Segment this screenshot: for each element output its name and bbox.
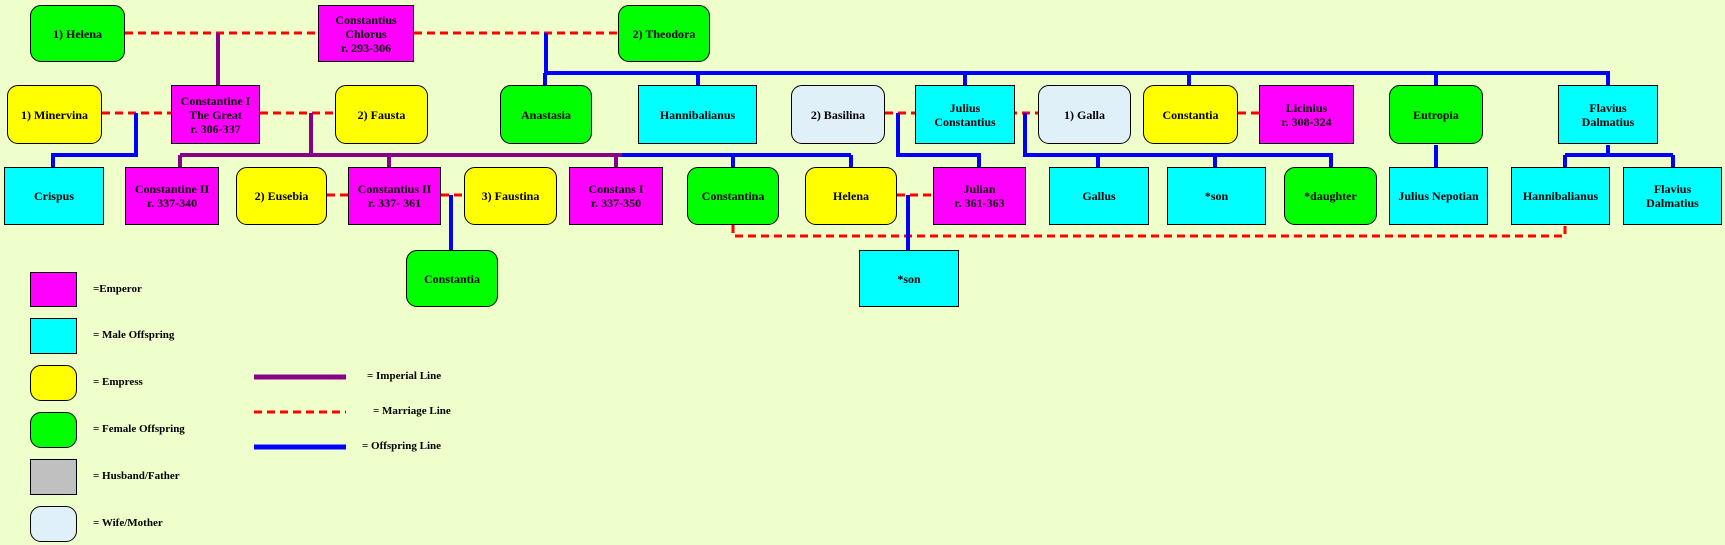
person-constantine-ii[interactable]: Constantine II r. 337-340 <box>125 167 219 225</box>
person-daughter[interactable]: *daughter <box>1284 167 1377 225</box>
person-helena-younger[interactable]: Helena <box>805 167 897 225</box>
person-galla[interactable]: 1) Galla <box>1038 85 1131 144</box>
person-theodora[interactable]: 2) Theodora <box>618 5 710 62</box>
person-fausta[interactable]: 2) Fausta <box>335 85 428 144</box>
person-helena-elder[interactable]: 1) Helena <box>30 5 125 62</box>
person-constantine-i[interactable]: Constantine I The Great r. 306-337 <box>171 85 260 144</box>
legend-empress-label: = Empress <box>93 376 143 388</box>
person-julian[interactable]: Julian r. 361-363 <box>933 167 1026 225</box>
person-licinius[interactable]: Licinius r. 308-324 <box>1259 85 1354 144</box>
legend-offspring-line-label: = Offspring Line <box>362 440 441 452</box>
person-constantia-2[interactable]: Constantia <box>406 250 498 307</box>
person-constantius-ii[interactable]: Constantius II r. 337- 361 <box>348 167 441 225</box>
legend-imperial-line-label: = Imperial Line <box>367 370 442 382</box>
person-basilina[interactable]: 2) Basilina <box>791 85 885 144</box>
person-julius-nepotian[interactable]: Julius Nepotian <box>1389 167 1488 225</box>
legend-marriage-line-label: = Marriage Line <box>373 405 451 417</box>
legend-husband-father-label: = Husband/Father <box>93 470 180 482</box>
legend-empress-swatch <box>30 365 77 401</box>
imperial-lines <box>178 33 622 167</box>
person-constans-i[interactable]: Constans I r. 337-350 <box>569 167 663 225</box>
person-constantius-chlorus[interactable]: Constantius Chlorus r. 293-306 <box>318 5 414 62</box>
legend-female-offspring-swatch <box>30 412 77 448</box>
person-crispus[interactable]: Crispus <box>4 167 104 225</box>
person-faustina[interactable]: 3) Faustina <box>464 167 557 225</box>
person-son-1[interactable]: *son <box>1167 167 1266 225</box>
person-constantina[interactable]: Constantina <box>687 167 779 225</box>
legend-female-offspring-label: = Female Offspring <box>93 423 185 435</box>
person-eusebia[interactable]: 2) Eusebia <box>236 167 327 225</box>
legend-wife-mother-swatch <box>30 506 77 542</box>
person-gallus[interactable]: Gallus <box>1049 167 1149 225</box>
person-minervina[interactable]: 1) Minervina <box>7 85 102 144</box>
legend-male-offspring-swatch <box>30 318 77 354</box>
legend-emperor-swatch <box>30 272 77 307</box>
person-julius-constantius[interactable]: Julius Constantius <box>915 85 1015 144</box>
person-son-2[interactable]: *son <box>859 250 959 307</box>
legend-emperor-label: =Emperor <box>93 283 142 295</box>
person-eutropia[interactable]: Eutropia <box>1389 85 1483 144</box>
person-anastasia[interactable]: Anastasia <box>500 85 592 144</box>
marriage-lines <box>102 31 1567 238</box>
person-hannibalianus-1[interactable]: Hannibalianus <box>638 85 757 144</box>
person-hannibalianus-2[interactable]: Hannibalianus <box>1511 167 1610 225</box>
offspring-lines <box>51 33 1675 250</box>
person-flavius-dalmatius-1[interactable]: Flavius Dalmatius <box>1558 85 1658 144</box>
person-constantia-1[interactable]: Constantia <box>1143 85 1238 144</box>
person-flavius-dalmatius-2[interactable]: Flavius Dalmatius <box>1623 167 1722 225</box>
legend-husband-father-swatch <box>30 459 77 495</box>
legend-male-offspring-label: = Male Offspring <box>93 329 175 341</box>
legend-wife-mother-label: = Wife/Mother <box>93 517 163 529</box>
